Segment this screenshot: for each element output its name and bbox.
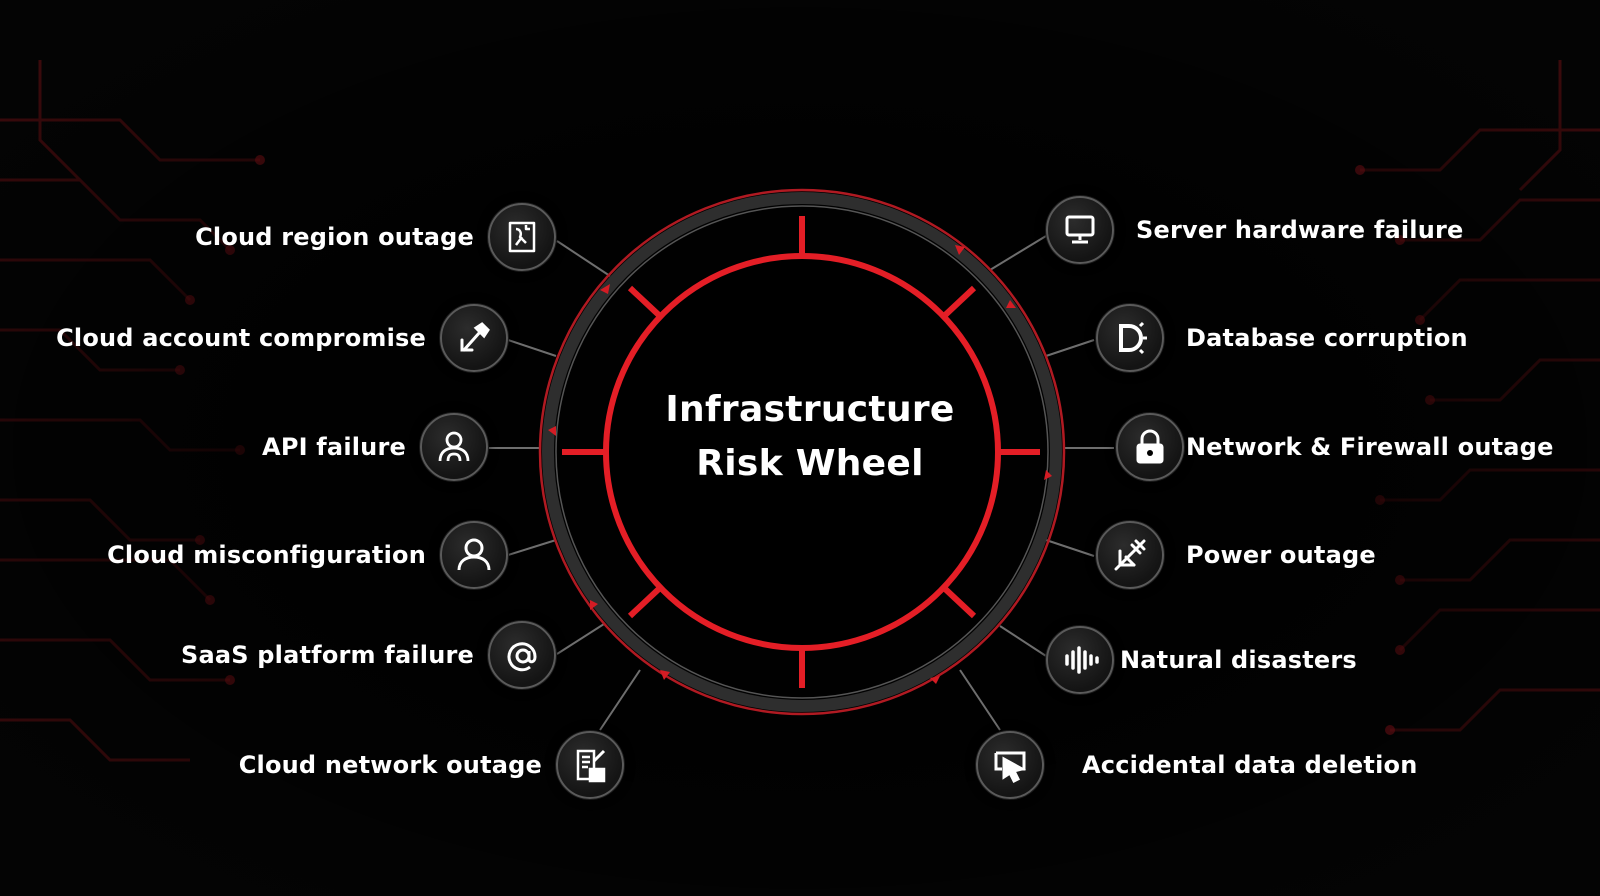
risk-item-accidental-data-deletion: Accidental data deletion (976, 731, 1417, 799)
risk-item-cloud-account-compromise: Cloud account compromise (56, 304, 508, 372)
monitor-icon (1046, 196, 1114, 264)
risk-label: Database corruption (1186, 324, 1468, 352)
risk-item-power-outage: Power outage (1096, 521, 1376, 589)
outer-ring (542, 192, 1062, 712)
document-report-icon (556, 731, 624, 799)
risk-label: Accidental data deletion (1082, 751, 1418, 779)
connector-lines (488, 235, 1114, 731)
risk-label: Natural disasters (1120, 646, 1357, 674)
user-icon (440, 521, 508, 589)
wheel-title-line1: Infrastructure (665, 389, 955, 430)
ring-accents (548, 245, 1052, 684)
risk-label: Power outage (1186, 541, 1376, 569)
risk-label: Server hardware failure (1136, 216, 1464, 244)
risk-label: Cloud misconfiguration (107, 541, 426, 569)
risk-item-server-hardware-failure: Server hardware failure (1046, 196, 1464, 264)
risk-label: Cloud account compromise (56, 324, 426, 352)
region-map-icon (488, 203, 556, 271)
outer-inner-edge (555, 205, 1049, 699)
wheel-title-line2: Risk Wheel (696, 443, 924, 484)
risk-item-cloud-region-outage: Cloud region outage (195, 203, 556, 271)
risk-label: API failure (262, 433, 406, 461)
risk-item-cloud-network-outage: Cloud network outage (239, 731, 624, 799)
at-sign-icon (488, 621, 556, 689)
database-gear-icon (1096, 304, 1164, 372)
power-plug-icon (1096, 521, 1164, 589)
risk-label: SaaS platform failure (180, 641, 474, 669)
risk-item-network-firewall-outage: Network & Firewall outage (1116, 413, 1554, 481)
delete-cursor-icon (976, 731, 1044, 799)
risk-item-saas-platform-failure: SaaS platform failure (181, 621, 556, 689)
lock-icon (1116, 413, 1184, 481)
risk-label: Network & Firewall outage (1186, 433, 1554, 461)
risk-label: Cloud network outage (238, 751, 542, 779)
risk-item-database-corruption: Database corruption (1096, 304, 1468, 372)
wrench-tool-icon (440, 304, 508, 372)
risk-item-natural-disasters: Natural disasters (1046, 626, 1357, 694)
sound-bars-icon (1046, 626, 1114, 694)
risk-label: Cloud region outage (195, 223, 474, 251)
risk-item-api-failure: API failure (262, 413, 488, 481)
outer-red-edge (538, 188, 1066, 716)
risk-item-cloud-misconfiguration: Cloud misconfiguration (107, 521, 508, 589)
tick-marks (562, 216, 1040, 688)
user-group-icon (420, 413, 488, 481)
wheel-title: Infrastructure Risk Wheel (610, 383, 1010, 491)
